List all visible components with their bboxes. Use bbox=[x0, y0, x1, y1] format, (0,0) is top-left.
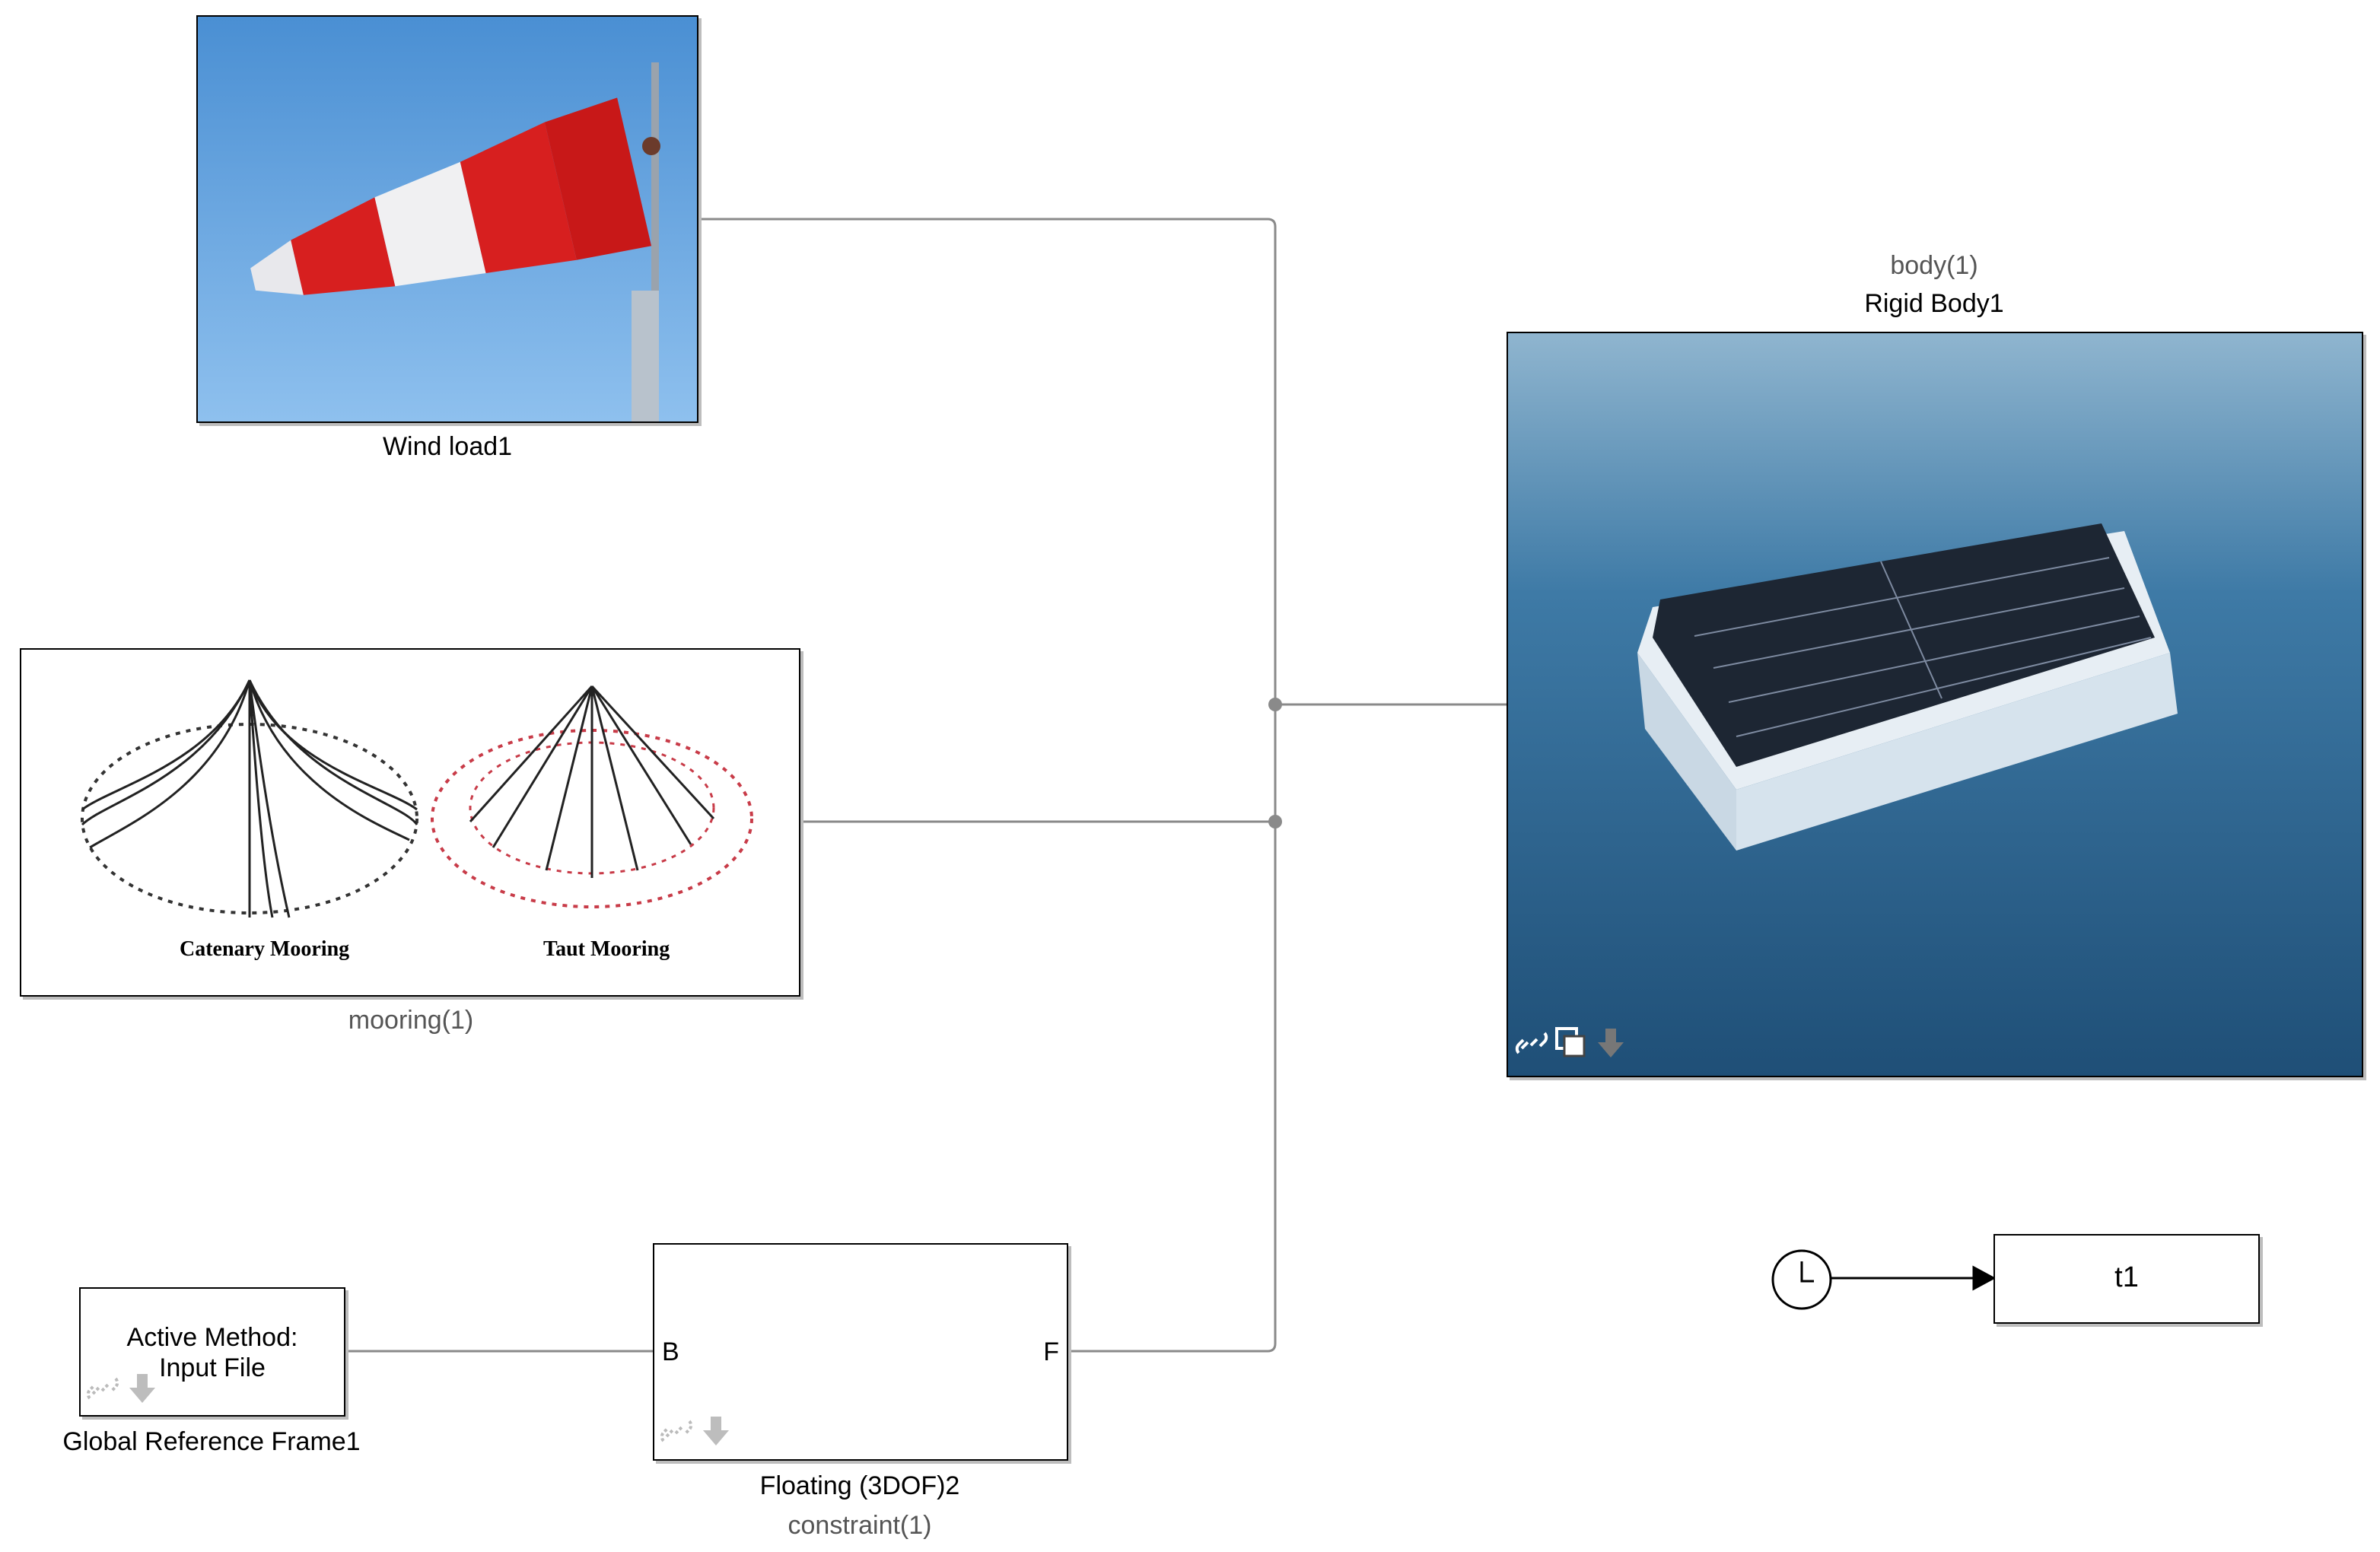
display-block[interactable]: t1 bbox=[1993, 1234, 2260, 1324]
mooring-block[interactable]: Catenary Mooring Taut Mooring bbox=[20, 648, 800, 997]
mooring-diagram bbox=[81, 679, 753, 918]
catenary-caption: Catenary Mooring bbox=[180, 937, 350, 961]
download-arrow-icon bbox=[703, 1417, 729, 1445]
floating-badges bbox=[659, 1414, 733, 1449]
download-arrow-icon bbox=[129, 1374, 155, 1403]
copy-icon bbox=[1555, 1027, 1586, 1057]
floating-3dof-label: Floating (3DOF)2 bbox=[759, 1471, 960, 1500]
clock-icon[interactable] bbox=[1770, 1248, 1834, 1312]
global-reference-frame-label: Global Reference Frame1 bbox=[62, 1427, 361, 1456]
wire-wind-to-bus bbox=[698, 218, 1277, 1353]
frame-badges bbox=[85, 1371, 160, 1406]
download-arrow-icon bbox=[1598, 1029, 1624, 1057]
constraint-label: constraint(1) bbox=[788, 1511, 932, 1540]
broken-link-icon bbox=[86, 1377, 119, 1400]
port-f[interactable]: F bbox=[1043, 1337, 1059, 1366]
rigid-body-block[interactable] bbox=[1507, 332, 2363, 1077]
taut-caption: Taut Mooring bbox=[543, 937, 670, 961]
wind-load-block[interactable] bbox=[196, 15, 698, 423]
port-b[interactable]: B bbox=[662, 1337, 679, 1366]
floating-3dof-block[interactable]: B F bbox=[653, 1243, 1068, 1461]
display-text: t1 bbox=[2114, 1261, 2139, 1293]
junction-dot bbox=[1268, 698, 1282, 711]
broken-link-icon bbox=[1515, 1032, 1548, 1054]
floating-solar-image bbox=[1508, 333, 2362, 1076]
block-badges bbox=[1514, 1026, 1628, 1061]
global-reference-frame-block[interactable]: Active Method: Input File bbox=[79, 1287, 345, 1417]
broken-link-icon bbox=[660, 1420, 693, 1442]
windsock-image bbox=[198, 17, 697, 421]
arrow-head bbox=[1972, 1265, 1997, 1291]
wind-load-label: Wind load1 bbox=[382, 432, 513, 461]
rigid-body-label: Rigid Body1 bbox=[1864, 289, 2004, 318]
junction-dot bbox=[1268, 815, 1282, 828]
mooring-label: mooring(1) bbox=[348, 1006, 474, 1035]
rigid-body-top-label: body(1) bbox=[1890, 251, 1978, 280]
active-method-text: Active Method: Input File bbox=[126, 1323, 298, 1382]
